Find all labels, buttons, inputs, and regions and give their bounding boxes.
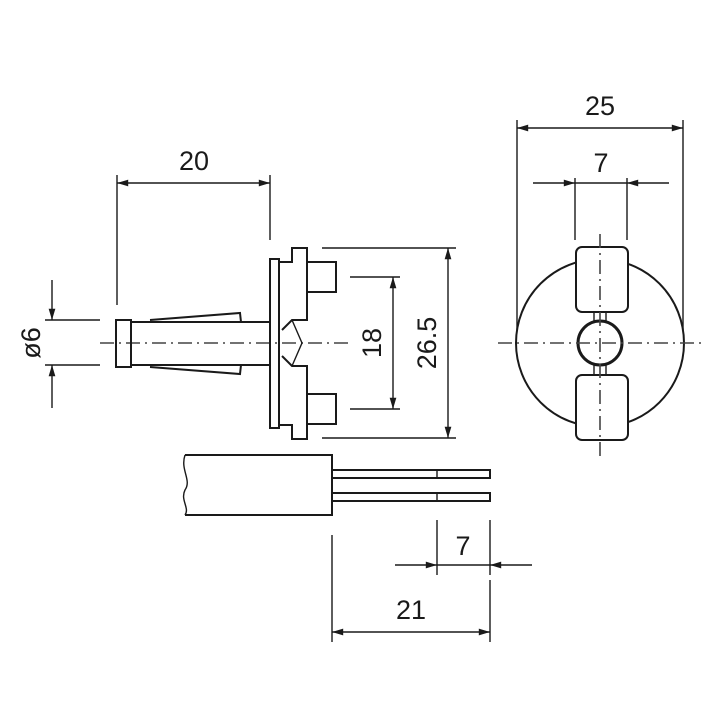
dimension-wire-strip: 7 [395, 520, 532, 575]
dimension-label: 26.5 [412, 317, 442, 370]
contact-block-lower [575, 374, 629, 441]
dimension-label: 18 [357, 328, 387, 358]
dimension-contact-width: 7 [533, 148, 669, 240]
dimension-label: 25 [585, 91, 615, 121]
dimension-label: 21 [396, 595, 426, 625]
flange [269, 258, 280, 429]
dimension-flange-height: 26.5 [322, 247, 456, 439]
dimension-label: 20 [179, 146, 209, 176]
dimension-body-diameter: 25 [516, 91, 684, 330]
dimension-wire-length: 21 [331, 535, 491, 642]
dimension-pin-spacing: 18 [350, 276, 400, 410]
contact-lower [306, 393, 337, 425]
wire-upper [332, 469, 491, 479]
housing-notch [291, 319, 303, 367]
dimension-label: 7 [455, 531, 470, 561]
cable-break [182, 454, 188, 516]
contact-block-upper [575, 246, 629, 313]
pin-cap [115, 319, 132, 368]
side-view: 20 ø6 18 26.5 [16, 146, 456, 440]
wire-lower [332, 492, 491, 502]
pin-body [131, 311, 270, 376]
dimension-label: 7 [593, 148, 608, 178]
dimension-pin-diameter: ø6 [16, 280, 100, 408]
front-view: 25 7 [498, 91, 702, 456]
cable-view: 7 21 [182, 454, 532, 642]
cable-sheath [185, 454, 333, 516]
dimension-pin-length: 20 [116, 146, 271, 305]
contact-upper [306, 261, 337, 293]
dimension-label: ø6 [16, 327, 46, 359]
